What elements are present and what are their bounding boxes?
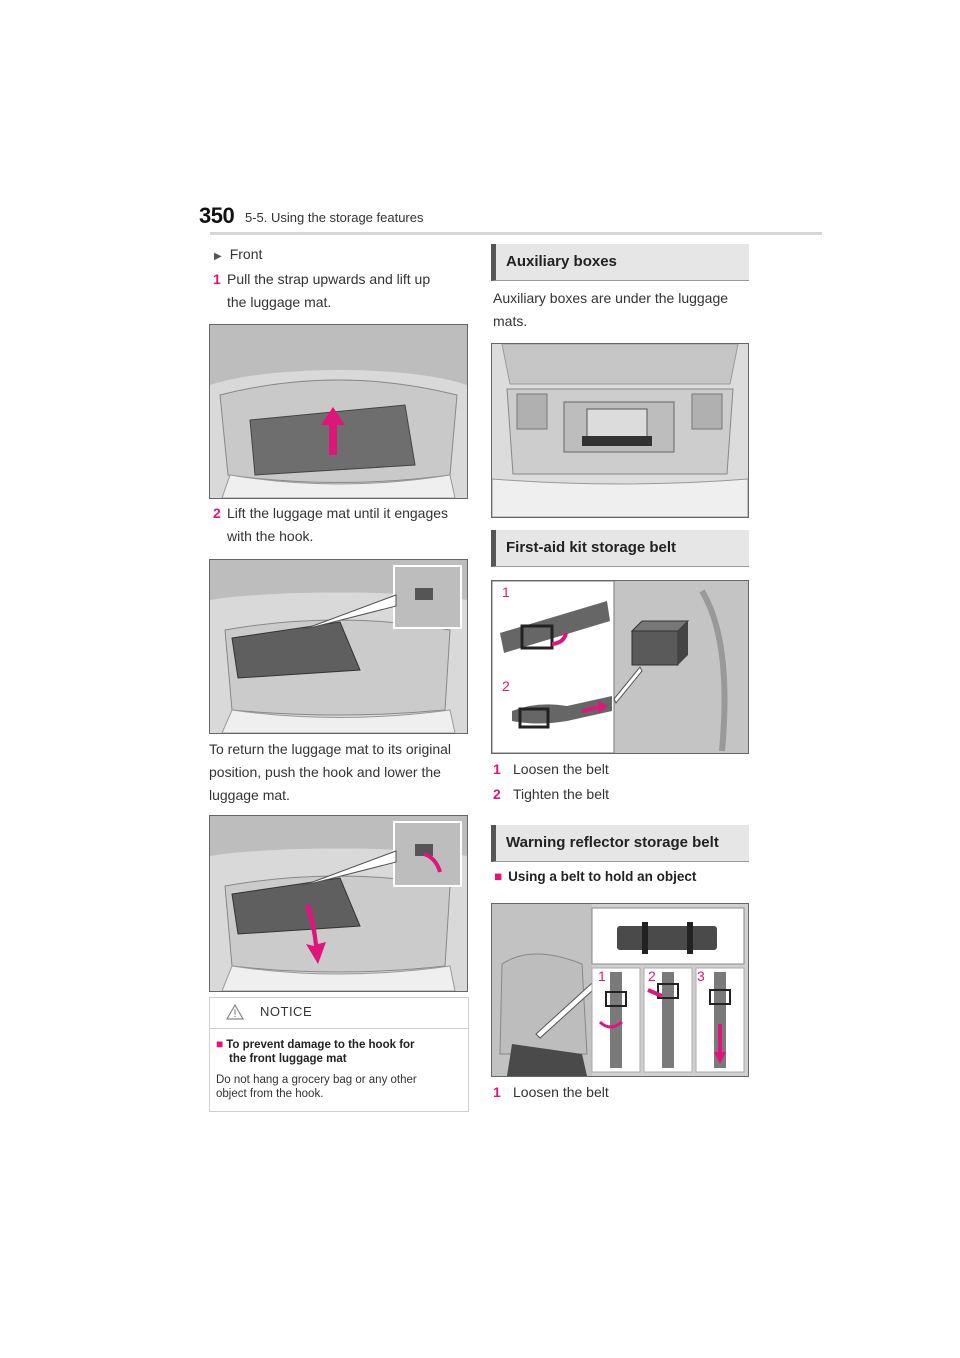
first-aid-step-1: 1 Loosen the belt bbox=[493, 758, 609, 781]
return-line-1: To return the luggage mat to its origina… bbox=[209, 741, 452, 757]
notice-subheading-line-1: To prevent damage to the hook for bbox=[226, 1039, 415, 1051]
step-2-line-2: with the hook. bbox=[227, 528, 314, 544]
notice-text-line-1: Do not hang a grocery bag or any other bbox=[216, 1074, 417, 1086]
step-number: 1 bbox=[493, 761, 501, 777]
warning-figure-label-2: 2 bbox=[648, 968, 656, 984]
warning-step-1-text: Loosen the belt bbox=[513, 1084, 609, 1100]
warning-figure-label-1: 1 bbox=[598, 968, 606, 984]
first-aid-heading: First-aid kit storage belt bbox=[491, 530, 749, 567]
warning-figure-label-3: 3 bbox=[697, 968, 705, 984]
figure-auxiliary-boxes bbox=[491, 343, 749, 518]
first-aid-figure-label-1: 1 bbox=[502, 584, 510, 600]
notice-box: NOTICE ■To prevent damage to the hook fo… bbox=[209, 997, 469, 1112]
using-belt-subheading: ■ Using a belt to hold an object bbox=[494, 869, 696, 884]
step-number: 2 bbox=[213, 505, 221, 521]
return-paragraph: To return the luggage mat to its origina… bbox=[209, 738, 469, 807]
front-label: Front bbox=[229, 246, 263, 262]
notice-subheading: ■To prevent damage to the hook for the f… bbox=[216, 1037, 468, 1066]
step-number: 1 bbox=[213, 271, 221, 287]
step-1-line-2: the luggage mat. bbox=[227, 294, 332, 310]
notice-body: ■To prevent damage to the hook for the f… bbox=[210, 1029, 468, 1101]
step-1: 1 Pull the strap upwards and lift up the … bbox=[213, 268, 463, 314]
first-aid-step-2-text: Tighten the belt bbox=[513, 786, 609, 802]
step-2-line-1: Lift the luggage mat until it engages bbox=[227, 505, 449, 521]
auxiliary-paragraph: Auxiliary boxes are under the luggage ma… bbox=[493, 287, 753, 333]
warning-triangle-icon bbox=[225, 1003, 245, 1025]
step-number: 2 bbox=[493, 786, 501, 802]
header-rule bbox=[210, 232, 822, 235]
first-aid-figure-label-2: 2 bbox=[502, 678, 510, 694]
figure-warning-reflector-belt bbox=[491, 903, 749, 1077]
return-line-3: luggage mat. bbox=[209, 787, 290, 803]
square-bullet-icon: ■ bbox=[494, 869, 503, 884]
notice-text: Do not hang a grocery bag or any other o… bbox=[216, 1073, 468, 1101]
warning-step-1: 1 Loosen the belt bbox=[493, 1081, 609, 1104]
step-2: 2 Lift the luggage mat until it engages w… bbox=[213, 502, 463, 548]
using-belt-text: Using a belt to hold an object bbox=[508, 869, 697, 884]
square-bullet-icon: ■ bbox=[216, 1037, 224, 1051]
auxiliary-boxes-heading: Auxiliary boxes bbox=[491, 244, 749, 281]
front-label-row: ▶ Front bbox=[214, 243, 262, 268]
page-number: 350 bbox=[199, 203, 235, 228]
arrow-bullet-icon: ▶ bbox=[214, 251, 222, 262]
figure-lift-mat bbox=[209, 324, 468, 499]
figure-lower-mat bbox=[209, 815, 468, 992]
aux-line-1: Auxiliary boxes are under the luggage bbox=[493, 290, 729, 306]
warning-reflector-heading: Warning reflector storage belt bbox=[491, 825, 749, 862]
notice-header: NOTICE bbox=[210, 998, 468, 1029]
notice-subheading-line-2: the front luggage mat bbox=[229, 1053, 347, 1065]
notice-title: NOTICE bbox=[260, 1004, 313, 1019]
figure-hook-engage bbox=[209, 559, 468, 734]
figure-first-aid-belt bbox=[491, 580, 749, 754]
aux-line-2: mats. bbox=[493, 313, 528, 329]
return-line-2: position, push the hook and lower the bbox=[209, 764, 441, 780]
first-aid-step-1-text: Loosen the belt bbox=[513, 761, 609, 777]
step-1-line-1: Pull the strap upwards and lift up bbox=[227, 271, 431, 287]
section-title: 5-5. Using the storage features bbox=[245, 210, 424, 225]
first-aid-step-2: 2 Tighten the belt bbox=[493, 783, 609, 806]
step-number: 1 bbox=[493, 1084, 501, 1100]
notice-text-line-2: object from the hook. bbox=[216, 1088, 324, 1100]
